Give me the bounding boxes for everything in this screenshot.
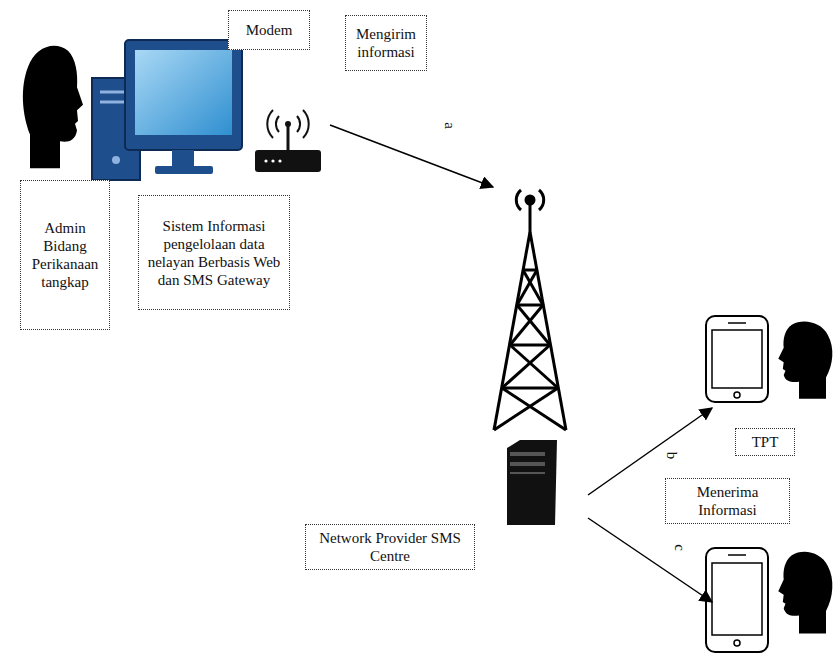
arrow-letter: c [672,544,687,551]
box-text: Network Provider SMS Centre [310,529,470,565]
server-icon [507,440,557,525]
dotted-label-box: Admin Bidang Perikanaan tangkap [20,180,110,330]
dotted-label-box: Mengirim informasi [345,15,427,71]
box-text: Mengirim informasi [350,25,422,61]
box-text: Sistem Informasi pengelolaan data nelaya… [143,217,285,289]
box-text: TPT [740,433,790,451]
dotted-label-box: Menerima Informasi [665,478,790,524]
arrow-letter: b [664,452,679,460]
signal-arrow [330,125,493,187]
dotted-label-box: TPT [735,428,795,456]
box-text: Modem [233,21,305,39]
transmission-tower [494,190,566,430]
dotted-label-box: Modem [228,10,310,50]
phone-icon [706,548,768,652]
box-text: Admin Bidang Perikanaan tangkap [25,219,105,291]
router-icon [255,110,321,172]
box-text: Menerima Informasi [670,483,785,519]
person-silhouette [778,552,832,634]
dotted-label-box: Sistem Informasi pengelolaan data nelaya… [138,195,290,310]
computer-icon [92,40,242,180]
person-silhouette [778,322,832,399]
arrow-letter: a [442,122,457,129]
signal-arrow [588,518,712,602]
person-silhouette [23,46,83,169]
dotted-label-box: Network Provider SMS Centre [305,524,475,570]
phone-icon [706,316,768,402]
